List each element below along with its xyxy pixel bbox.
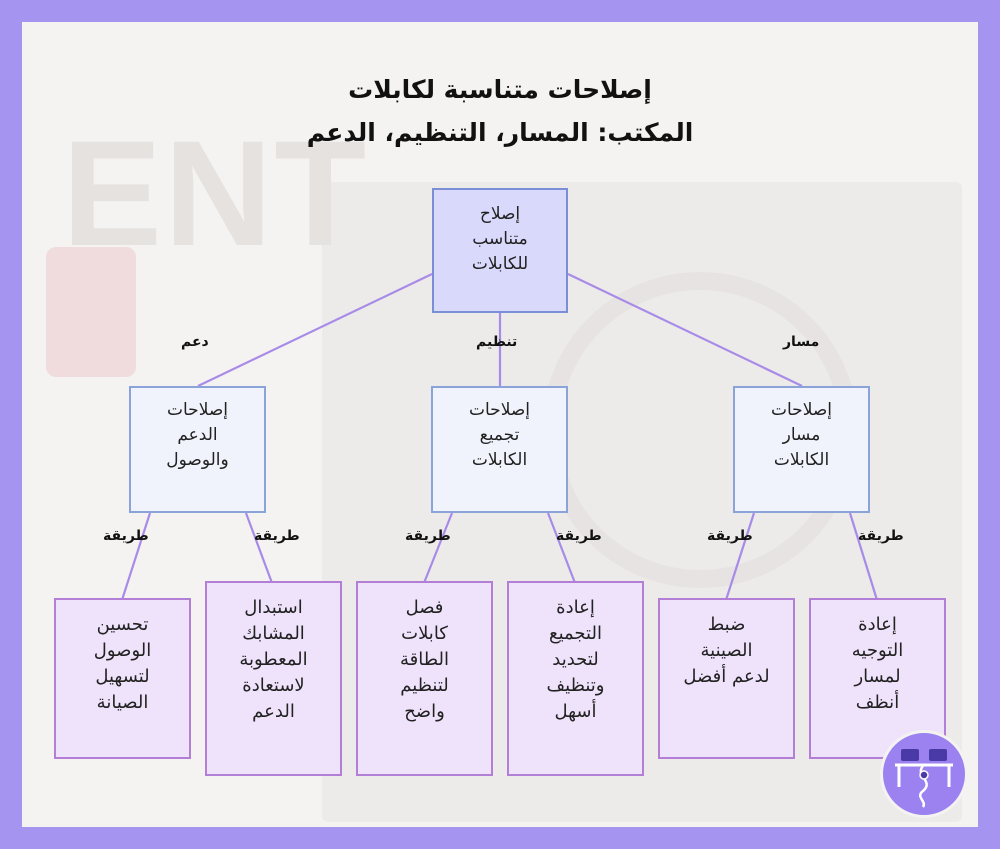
leaf-label: إعادة التجميع لتحديد وتنظيف أسهل xyxy=(546,597,605,722)
desk-cable-icon xyxy=(880,730,968,818)
edge-label-route: مسار xyxy=(783,334,820,350)
leaf-rebundle: إعادة التجميع لتحديد وتنظيف أسهل xyxy=(507,581,644,776)
edge-label-organize: تنظيم xyxy=(476,334,518,350)
edge-support-leaf1 xyxy=(120,512,152,601)
background-shape xyxy=(46,247,136,377)
root-node: إصلاح متناسب للكابلات xyxy=(432,188,568,313)
edge-route-leaf2 xyxy=(848,512,879,601)
leaf-replace-clips: استبدال المشابك المعطوبة لاستعادة الدعم xyxy=(205,581,342,776)
organize-node: إصلاحات تجميع الكابلات xyxy=(431,386,568,513)
background-watermark: ENT xyxy=(62,109,368,277)
edge-label-organize-leaf2: طريقة xyxy=(556,528,602,544)
support-node-label: إصلاحات الدعم والوصول xyxy=(166,400,229,470)
edge-label-support-leaf2: طريقة xyxy=(254,528,300,544)
organize-node-label: إصلاحات تجميع الكابلات xyxy=(469,400,530,470)
route-node: إصلاحات مسار الكابلات xyxy=(733,386,870,513)
leaf-label: استبدال المشابك المعطوبة لاستعادة الدعم xyxy=(239,597,308,722)
edge-label-support-leaf1: طريقة xyxy=(103,528,149,544)
leaf-improve-access: تحسين الوصول لتسهيل الصيانة xyxy=(54,598,191,759)
edge-support-leaf2 xyxy=(244,512,274,584)
support-node: إصلاحات الدعم والوصول xyxy=(129,386,266,513)
leaf-separate-power: فصل كابلات الطاقة لتنظيم واضح xyxy=(356,581,493,776)
title-line-1: إصلاحات متناسبة لكابلات xyxy=(348,75,652,104)
root-node-label: إصلاح متناسب للكابلات xyxy=(471,204,529,274)
edge-organize-leaf2 xyxy=(546,512,577,584)
leaf-label: إعادة التوجيه لمسار أنظف xyxy=(851,614,904,713)
edge-root-support xyxy=(197,273,433,387)
edge-organize-leaf1 xyxy=(422,512,454,584)
edge-label-route-leaf1: طريقة xyxy=(707,528,753,544)
edge-route-leaf1 xyxy=(724,512,756,601)
edge-label-route-leaf2: طريقة xyxy=(858,528,904,544)
title-line-2: المكتب: المسار، التنظيم، الدعم xyxy=(306,118,694,147)
edge-label-organize-leaf1: طريقة xyxy=(405,528,451,544)
edge-label-support: دعم xyxy=(181,334,209,350)
leaf-label: فصل كابلات الطاقة لتنظيم واضح xyxy=(400,597,449,722)
leaf-label: تحسين الوصول لتسهيل الصيانة xyxy=(93,614,152,713)
route-node-label: إصلاحات مسار الكابلات xyxy=(771,400,832,470)
edge-root-route xyxy=(567,273,803,387)
leaf-adjust-tray: ضبط الصينية لدعم أفضل xyxy=(658,598,795,759)
diagram-title: إصلاحات متناسبة لكابلات المكتب: المسار، … xyxy=(250,68,750,154)
leaf-label: ضبط الصينية لدعم أفضل xyxy=(683,614,770,687)
